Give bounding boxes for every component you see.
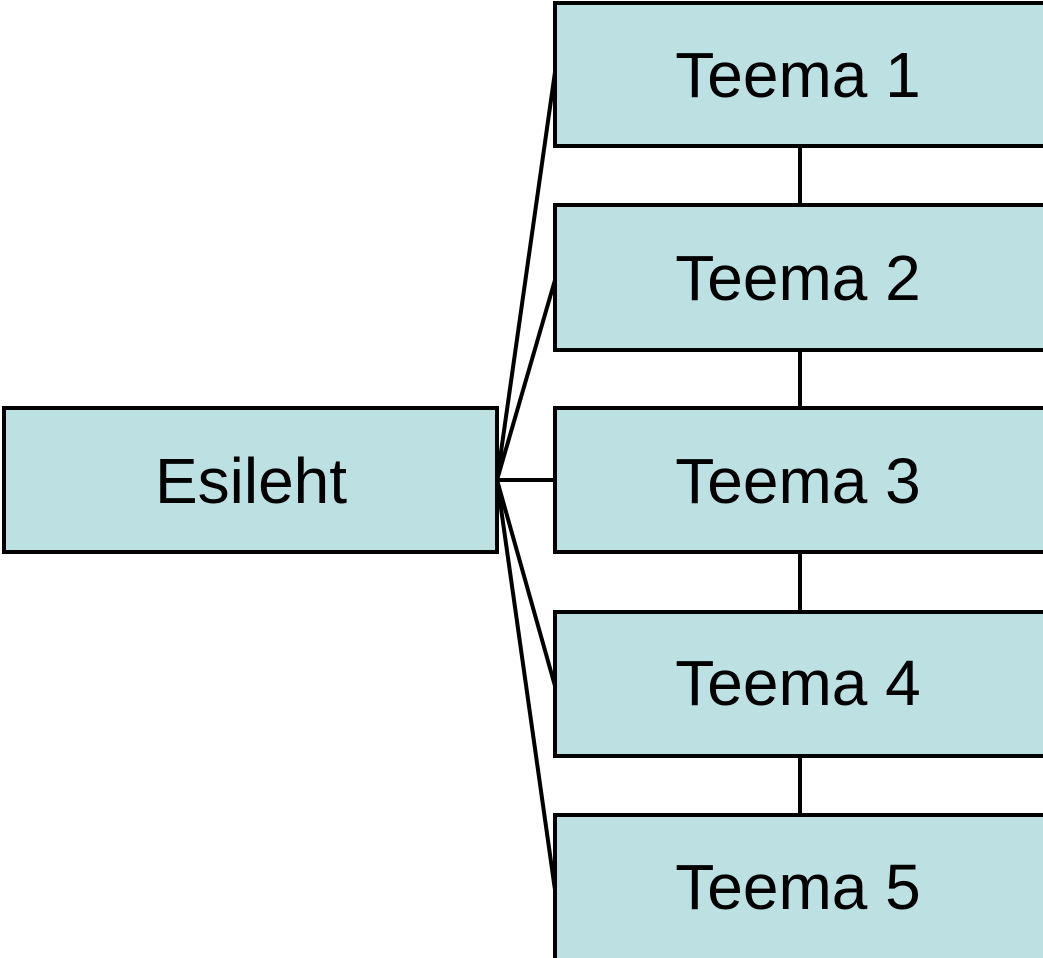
root-node: Esileht <box>2 406 499 554</box>
topic-node-box <box>553 1 1043 148</box>
topic-node-label: Teema 3 <box>675 445 920 517</box>
topic-node-box <box>553 610 1043 758</box>
topic-node-2: Teema 2 <box>553 203 1043 352</box>
topic-node-box <box>553 203 1043 352</box>
root-connectors <box>495 71 557 891</box>
connector-root-topic-2 <box>495 279 557 481</box>
topic-node-box <box>553 406 1043 554</box>
topic-node-4: Teema 4 <box>553 610 1043 758</box>
connector-root-topic-1 <box>495 71 557 481</box>
topic-node-5: Teema 5 <box>553 813 1043 958</box>
topic-node-label: Teema 1 <box>675 39 920 111</box>
root-node-box <box>2 406 499 554</box>
root-node-label: Esileht <box>155 445 347 517</box>
topic-node-label: Teema 4 <box>675 647 920 719</box>
topic-node-3: Teema 3 <box>553 406 1043 554</box>
topic-node-1: Teema 1 <box>553 1 1043 148</box>
topic-node-label: Teema 2 <box>675 242 920 314</box>
topic-node-label: Teema 5 <box>675 851 920 923</box>
connector-root-topic-4 <box>495 479 557 687</box>
topic-node-box <box>553 813 1043 958</box>
connector-root-topic-5 <box>495 479 557 891</box>
